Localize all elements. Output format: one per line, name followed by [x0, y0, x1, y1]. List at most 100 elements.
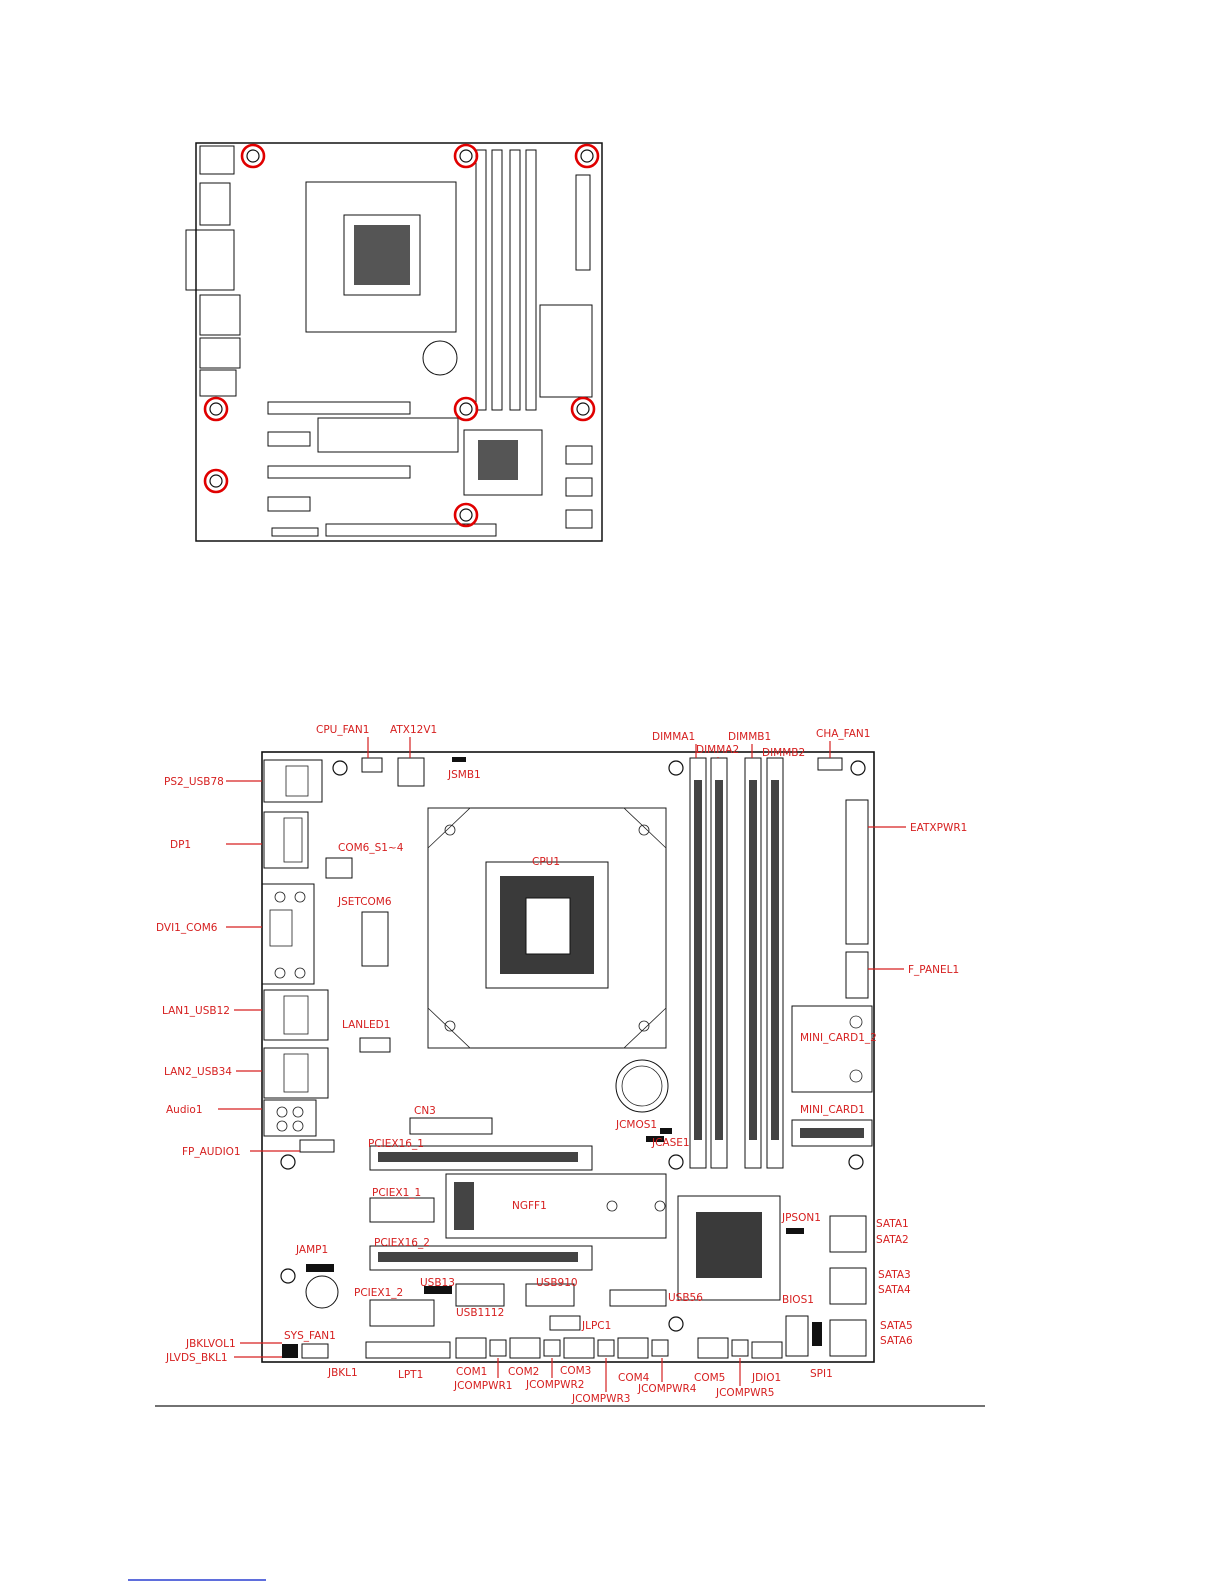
- connector-label: Audio1: [166, 1104, 203, 1116]
- connector-label: SATA1: [876, 1218, 909, 1230]
- jdio1-header: [751, 1341, 783, 1359]
- connector-label: CPU1: [532, 856, 560, 868]
- board-mounting-holes: [280, 760, 866, 1332]
- atx12v1-connector: [397, 757, 425, 787]
- lan1-usb12-connector: [263, 989, 329, 1041]
- sys-fan1-header: [301, 1343, 329, 1359]
- com6-s1-4-header: [325, 857, 353, 879]
- connector-label: JDIO1: [751, 1372, 781, 1384]
- sata3-4-connector: [829, 1267, 867, 1305]
- mount-hole-marker: [453, 396, 479, 422]
- connector-label: EATXPWR1: [910, 822, 967, 834]
- connector-label: USB13: [420, 1277, 455, 1289]
- jcompwr1-header: [489, 1339, 507, 1357]
- dimm-b1-slot: [744, 757, 762, 1169]
- pciex1-1-slot: [369, 1197, 435, 1223]
- jamp1-jumper: [306, 1264, 334, 1272]
- connector-label: SATA6: [880, 1335, 913, 1347]
- connector-labels: PS2_USB78DP1DVI1_COM6LAN1_USB12LAN2_USB3…: [156, 724, 967, 1405]
- connector-label: NGFF1: [512, 1200, 547, 1212]
- top-dimm-b1: [509, 149, 521, 411]
- top-io-dvi: [185, 229, 235, 291]
- lanled1-header: [359, 1037, 391, 1053]
- cn3-connector: [409, 1117, 493, 1135]
- chipset-heatsink: [677, 1195, 781, 1301]
- jsmb1-header: [452, 757, 466, 762]
- top-dimm-a1: [475, 149, 487, 411]
- connector-label: JCOMPWR2: [525, 1379, 584, 1391]
- connector-label: SATA5: [880, 1320, 913, 1332]
- dvi1-com6-connector: [261, 883, 315, 985]
- top-io-lan2: [199, 337, 241, 369]
- f-panel1-header: [845, 951, 869, 999]
- connector-label: DIMMB2: [762, 747, 805, 759]
- connector-label: JCASE1: [651, 1137, 690, 1149]
- mount-hole-marker: [453, 143, 479, 169]
- top-sata-56: [565, 509, 593, 529]
- connector-label: JBKLVOL1: [185, 1338, 236, 1350]
- connector-label: USB1112: [456, 1307, 504, 1319]
- jcompwr4-header: [651, 1339, 669, 1357]
- lan2-usb34-connector: [263, 1047, 329, 1099]
- top-board-outline: [195, 142, 603, 542]
- connector-label: JCOMPWR4: [637, 1383, 697, 1395]
- usb13-header: [424, 1286, 452, 1294]
- eatxpwr1-connector: [845, 799, 869, 945]
- connector-label: COM3: [560, 1365, 591, 1377]
- mount-hole-marker: [203, 468, 229, 494]
- connector-label: SYS_FAN1: [284, 1330, 336, 1342]
- dp1-connector: [263, 811, 309, 869]
- usb56-header: [609, 1289, 667, 1307]
- connector-label: JCOMPWR1: [453, 1380, 512, 1392]
- top-mounting-hole-marks: [203, 143, 600, 528]
- connector-label: SATA4: [878, 1284, 911, 1296]
- cpu1-socket: [427, 807, 667, 1049]
- top-pciex1-1: [267, 431, 311, 447]
- top-cpu-socket: [343, 214, 421, 296]
- connector-label: USB56: [668, 1292, 703, 1304]
- top-battery: [422, 340, 458, 376]
- connector-label: JCOMPWR3: [571, 1393, 630, 1405]
- cpu-fan1-header: [361, 757, 383, 773]
- connector-label: DIMMA1: [652, 731, 695, 743]
- mount-hole-marker: [240, 143, 266, 169]
- top-pciex1-2: [267, 496, 311, 512]
- connector-label: CN3: [414, 1105, 436, 1117]
- top-sata-34: [565, 477, 593, 497]
- connector-label: LAN1_USB12: [162, 1005, 230, 1017]
- top-io-dp: [199, 182, 231, 226]
- top-io-lan1: [199, 294, 241, 336]
- mounting-holes-diagram: [185, 142, 603, 542]
- connector-label: JAMP1: [295, 1244, 328, 1256]
- mount-hole-marker: [570, 396, 596, 422]
- top-dimm-a2: [491, 149, 503, 411]
- board-outline: [261, 751, 875, 1363]
- top-dimm-b2: [525, 149, 537, 411]
- top-io-audio: [199, 369, 237, 397]
- connector-label: COM6_S1~4: [338, 842, 404, 854]
- connector-label: SPI1: [810, 1368, 833, 1380]
- com4-header: [617, 1337, 649, 1359]
- top-sata-12: [565, 445, 593, 465]
- bios1-chip: [785, 1315, 809, 1357]
- com5-header: [697, 1337, 729, 1359]
- top-chipset: [478, 440, 518, 480]
- com3-header: [563, 1337, 595, 1359]
- cpu-retention-plate: [427, 807, 667, 1049]
- buzzer: [305, 1275, 339, 1309]
- jcompwr2-header: [543, 1339, 561, 1357]
- pciex1-2-slot: [369, 1299, 435, 1327]
- connector-label: F_PANEL1: [908, 964, 959, 976]
- connector-label: PCIEX16_2: [374, 1237, 430, 1249]
- jcase1-header: [660, 1128, 672, 1134]
- connector-label: CHA_FAN1: [816, 728, 870, 740]
- connector-label: LPT1: [398, 1369, 423, 1381]
- mini-card1-2-slot: [791, 1005, 873, 1093]
- top-mini-card: [539, 304, 593, 398]
- com1-header: [455, 1337, 487, 1359]
- mount-hole-marker: [203, 396, 229, 422]
- com2-header: [509, 1337, 541, 1359]
- cmos-battery: [615, 1059, 669, 1113]
- connector-label: COM4: [618, 1372, 650, 1384]
- cpu-socket-center: [525, 897, 571, 955]
